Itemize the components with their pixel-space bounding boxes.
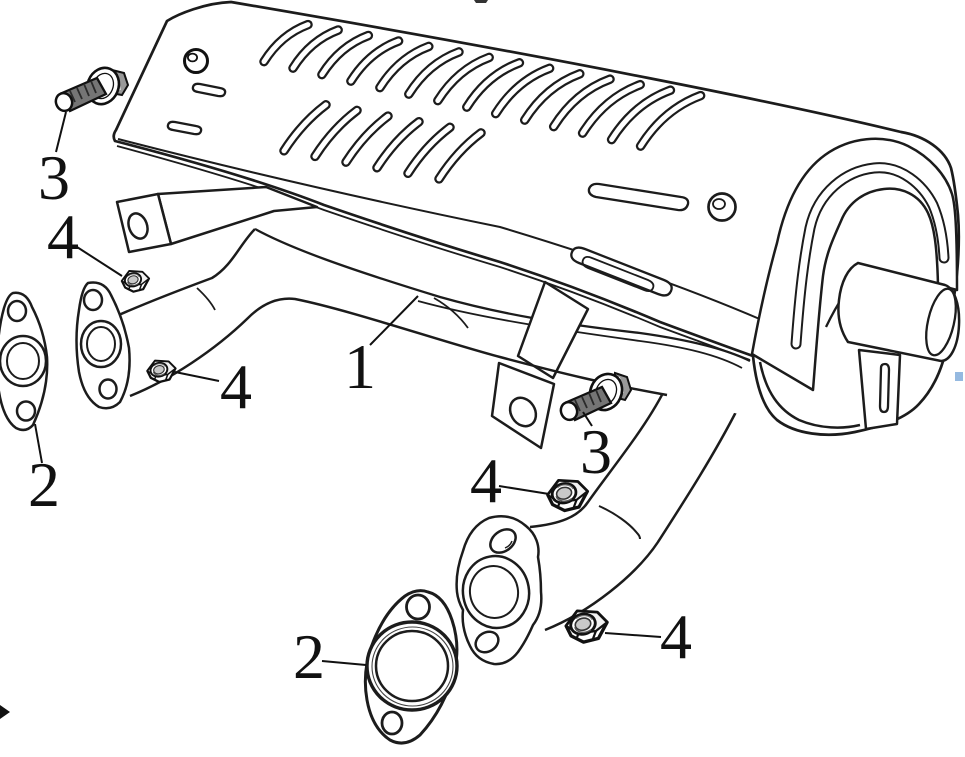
svg-text:4: 4 — [47, 201, 79, 272]
svg-text:4: 4 — [220, 351, 252, 422]
svg-text:1: 1 — [344, 331, 376, 402]
svg-text:2: 2 — [293, 621, 325, 692]
svg-text:3: 3 — [38, 142, 70, 213]
svg-text:4: 4 — [470, 445, 502, 516]
svg-text:2: 2 — [28, 449, 60, 520]
svg-text:3: 3 — [580, 416, 612, 487]
svg-text:4: 4 — [660, 601, 692, 672]
